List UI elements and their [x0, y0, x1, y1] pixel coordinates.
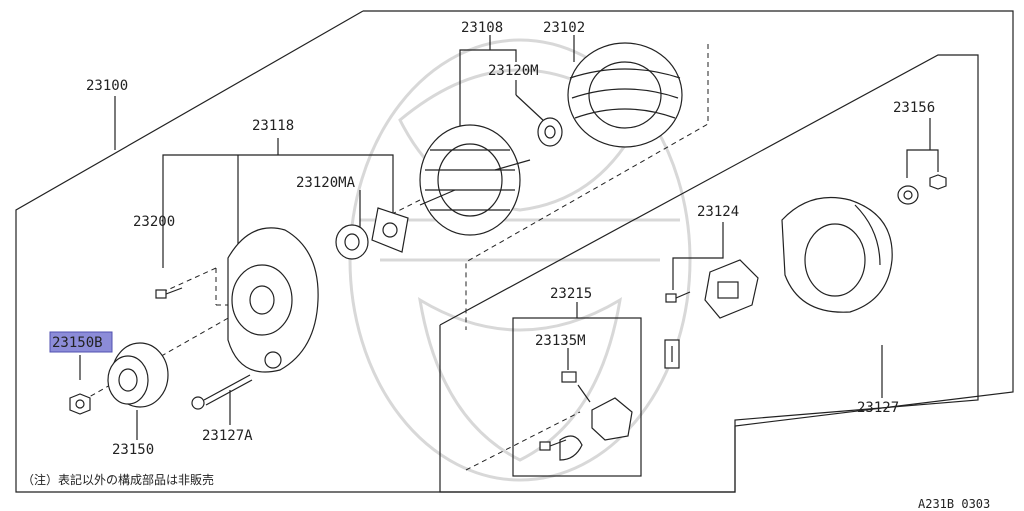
part-label-23150B[interactable]: 23150B — [52, 335, 103, 351]
pulley-nut-part — [69, 393, 91, 415]
figure-code: A231B 0303 — [918, 497, 990, 511]
part-label-23200[interactable]: 23200 — [133, 214, 175, 230]
part-label-23124[interactable]: 23124 — [697, 204, 739, 220]
regulator-screw-part — [665, 291, 691, 303]
footnote-text: （注）表記以外の構成部品は非販売 — [22, 472, 214, 487]
stator-part — [567, 42, 683, 148]
upper-dashed-guide — [465, 44, 709, 330]
part-label-23150[interactable]: 23150 — [112, 442, 154, 458]
pulley-part — [107, 342, 169, 408]
leader-lines — [79, 35, 939, 440]
part-label-23102[interactable]: 23102 — [543, 20, 585, 36]
dashed-guide — [162, 267, 217, 293]
part-label-23120MA[interactable]: 23120MA — [296, 175, 356, 191]
part-label-23118[interactable]: 23118 — [252, 118, 294, 134]
part-label-23100[interactable]: 23100 — [86, 78, 128, 94]
rear-housing-frame — [439, 54, 979, 493]
through-bolt-part — [191, 374, 253, 410]
rotor-part — [419, 124, 531, 236]
part-label-23127[interactable]: 23127 — [857, 400, 899, 416]
part-highlight — [49, 331, 113, 353]
connector-part — [664, 339, 680, 369]
dashed-guide — [465, 411, 581, 471]
front-housing-part — [227, 227, 319, 373]
part-label-23156[interactable]: 23156 — [893, 100, 935, 116]
front-bearing-part — [335, 224, 369, 260]
regulator-part — [704, 259, 759, 319]
terminal-nut-part — [897, 174, 947, 205]
screw-part — [155, 287, 183, 299]
rear-housing-part — [781, 196, 893, 313]
brush-screw-part — [539, 439, 567, 451]
part-label-23120M[interactable]: 23120M — [488, 63, 539, 79]
part-label-23135M[interactable]: 23135M — [535, 333, 586, 349]
part-label-23215[interactable]: 23215 — [550, 286, 592, 302]
part-label-23127A[interactable]: 23127A — [202, 428, 253, 444]
brush-holder-part — [559, 371, 633, 461]
bearing-part — [537, 117, 563, 147]
part-label-23108[interactable]: 23108 — [461, 20, 503, 36]
retainer-plate-part — [371, 207, 409, 253]
